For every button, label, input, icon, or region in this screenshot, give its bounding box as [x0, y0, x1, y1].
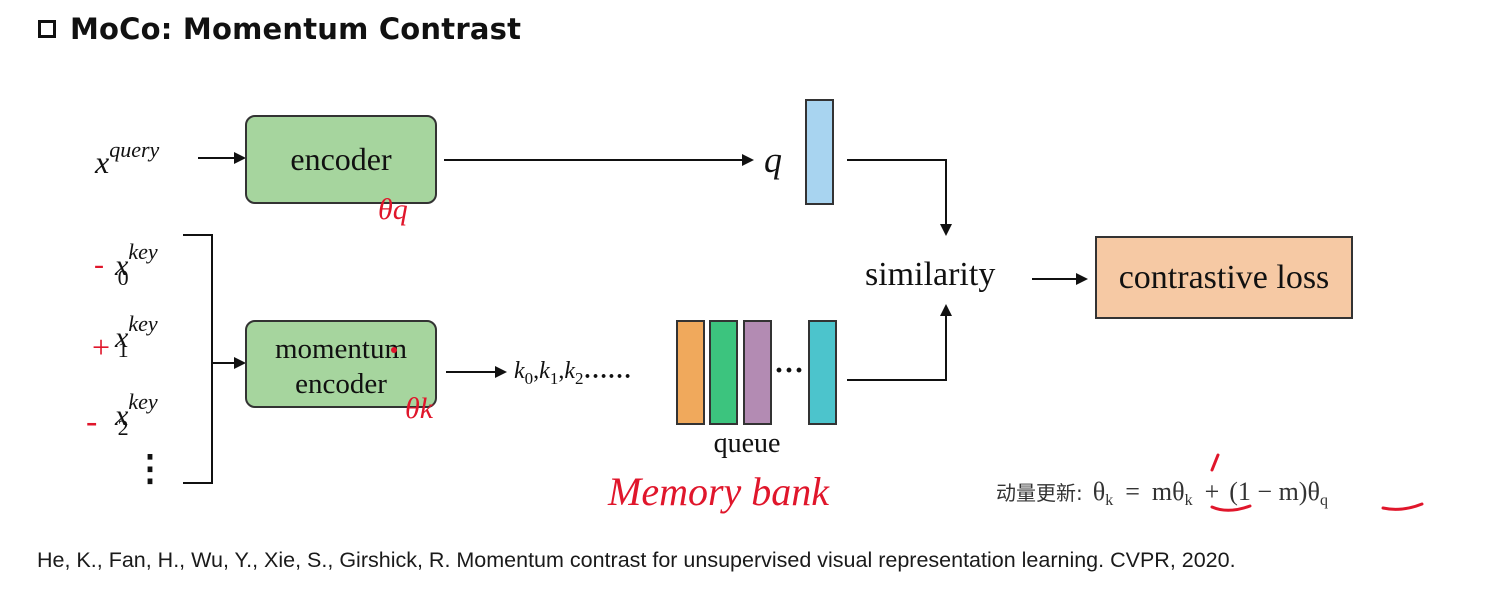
annotation-sign-minus-0: - [94, 248, 104, 281]
annotation-underline-theta-q [1381, 502, 1424, 511]
q-label: q [764, 140, 782, 180]
encoder-box [245, 115, 437, 204]
queue-bar-4 [808, 320, 837, 425]
arrow-q-to-similarity [847, 159, 952, 236]
keys-bracket [183, 234, 213, 484]
annotation-sign-plus-1: + [92, 329, 110, 365]
queue-bar-2 [709, 320, 738, 425]
citation: He, K., Fan, H., Wu, Y., Xie, S., Girshi… [37, 548, 1236, 572]
title-row: MoCo: Momentum Contrast [38, 12, 521, 46]
annotation-theta-q: θq [378, 193, 408, 226]
annotation-dot [391, 347, 397, 353]
annotation-sign-minus-2: - [86, 403, 97, 440]
annotation-underline-m-theta [1210, 504, 1252, 512]
keys-sequence-label: k0,k1,k2…… [514, 358, 631, 388]
queue-label: queue [714, 428, 781, 459]
momentum-encoder-box [245, 320, 437, 408]
similarity-label: similarity [865, 256, 995, 293]
annotation-theta-k: θk [405, 392, 434, 425]
checkbox-square-icon [38, 20, 56, 38]
momentum-encoder-label-line1: momentum [275, 333, 408, 365]
annotation-tick-mark [1210, 453, 1220, 472]
queue-dots: ··· [774, 354, 804, 387]
keys-vertical-dots: ⋮ [132, 448, 168, 488]
contrastive-loss-label: contrastive loss [1119, 259, 1330, 296]
annotation-memory-bank: Memory bank [607, 469, 830, 514]
momentum-encoder-label-line2: encoder [295, 368, 387, 400]
contrastive-loss-box [1095, 236, 1353, 319]
page-title: MoCo: Momentum Contrast [70, 12, 522, 46]
arrow-queue-to-similarity [847, 304, 952, 381]
momentum-update-formula: 动量更新:θk=mθk+(1 − m)θq [996, 477, 1328, 509]
queue-bar-1 [676, 320, 705, 425]
queue-bar-3 [743, 320, 772, 425]
x-query-label: xquery [94, 137, 160, 180]
q-vector-bar [805, 99, 834, 205]
encoder-label: encoder [290, 141, 392, 177]
